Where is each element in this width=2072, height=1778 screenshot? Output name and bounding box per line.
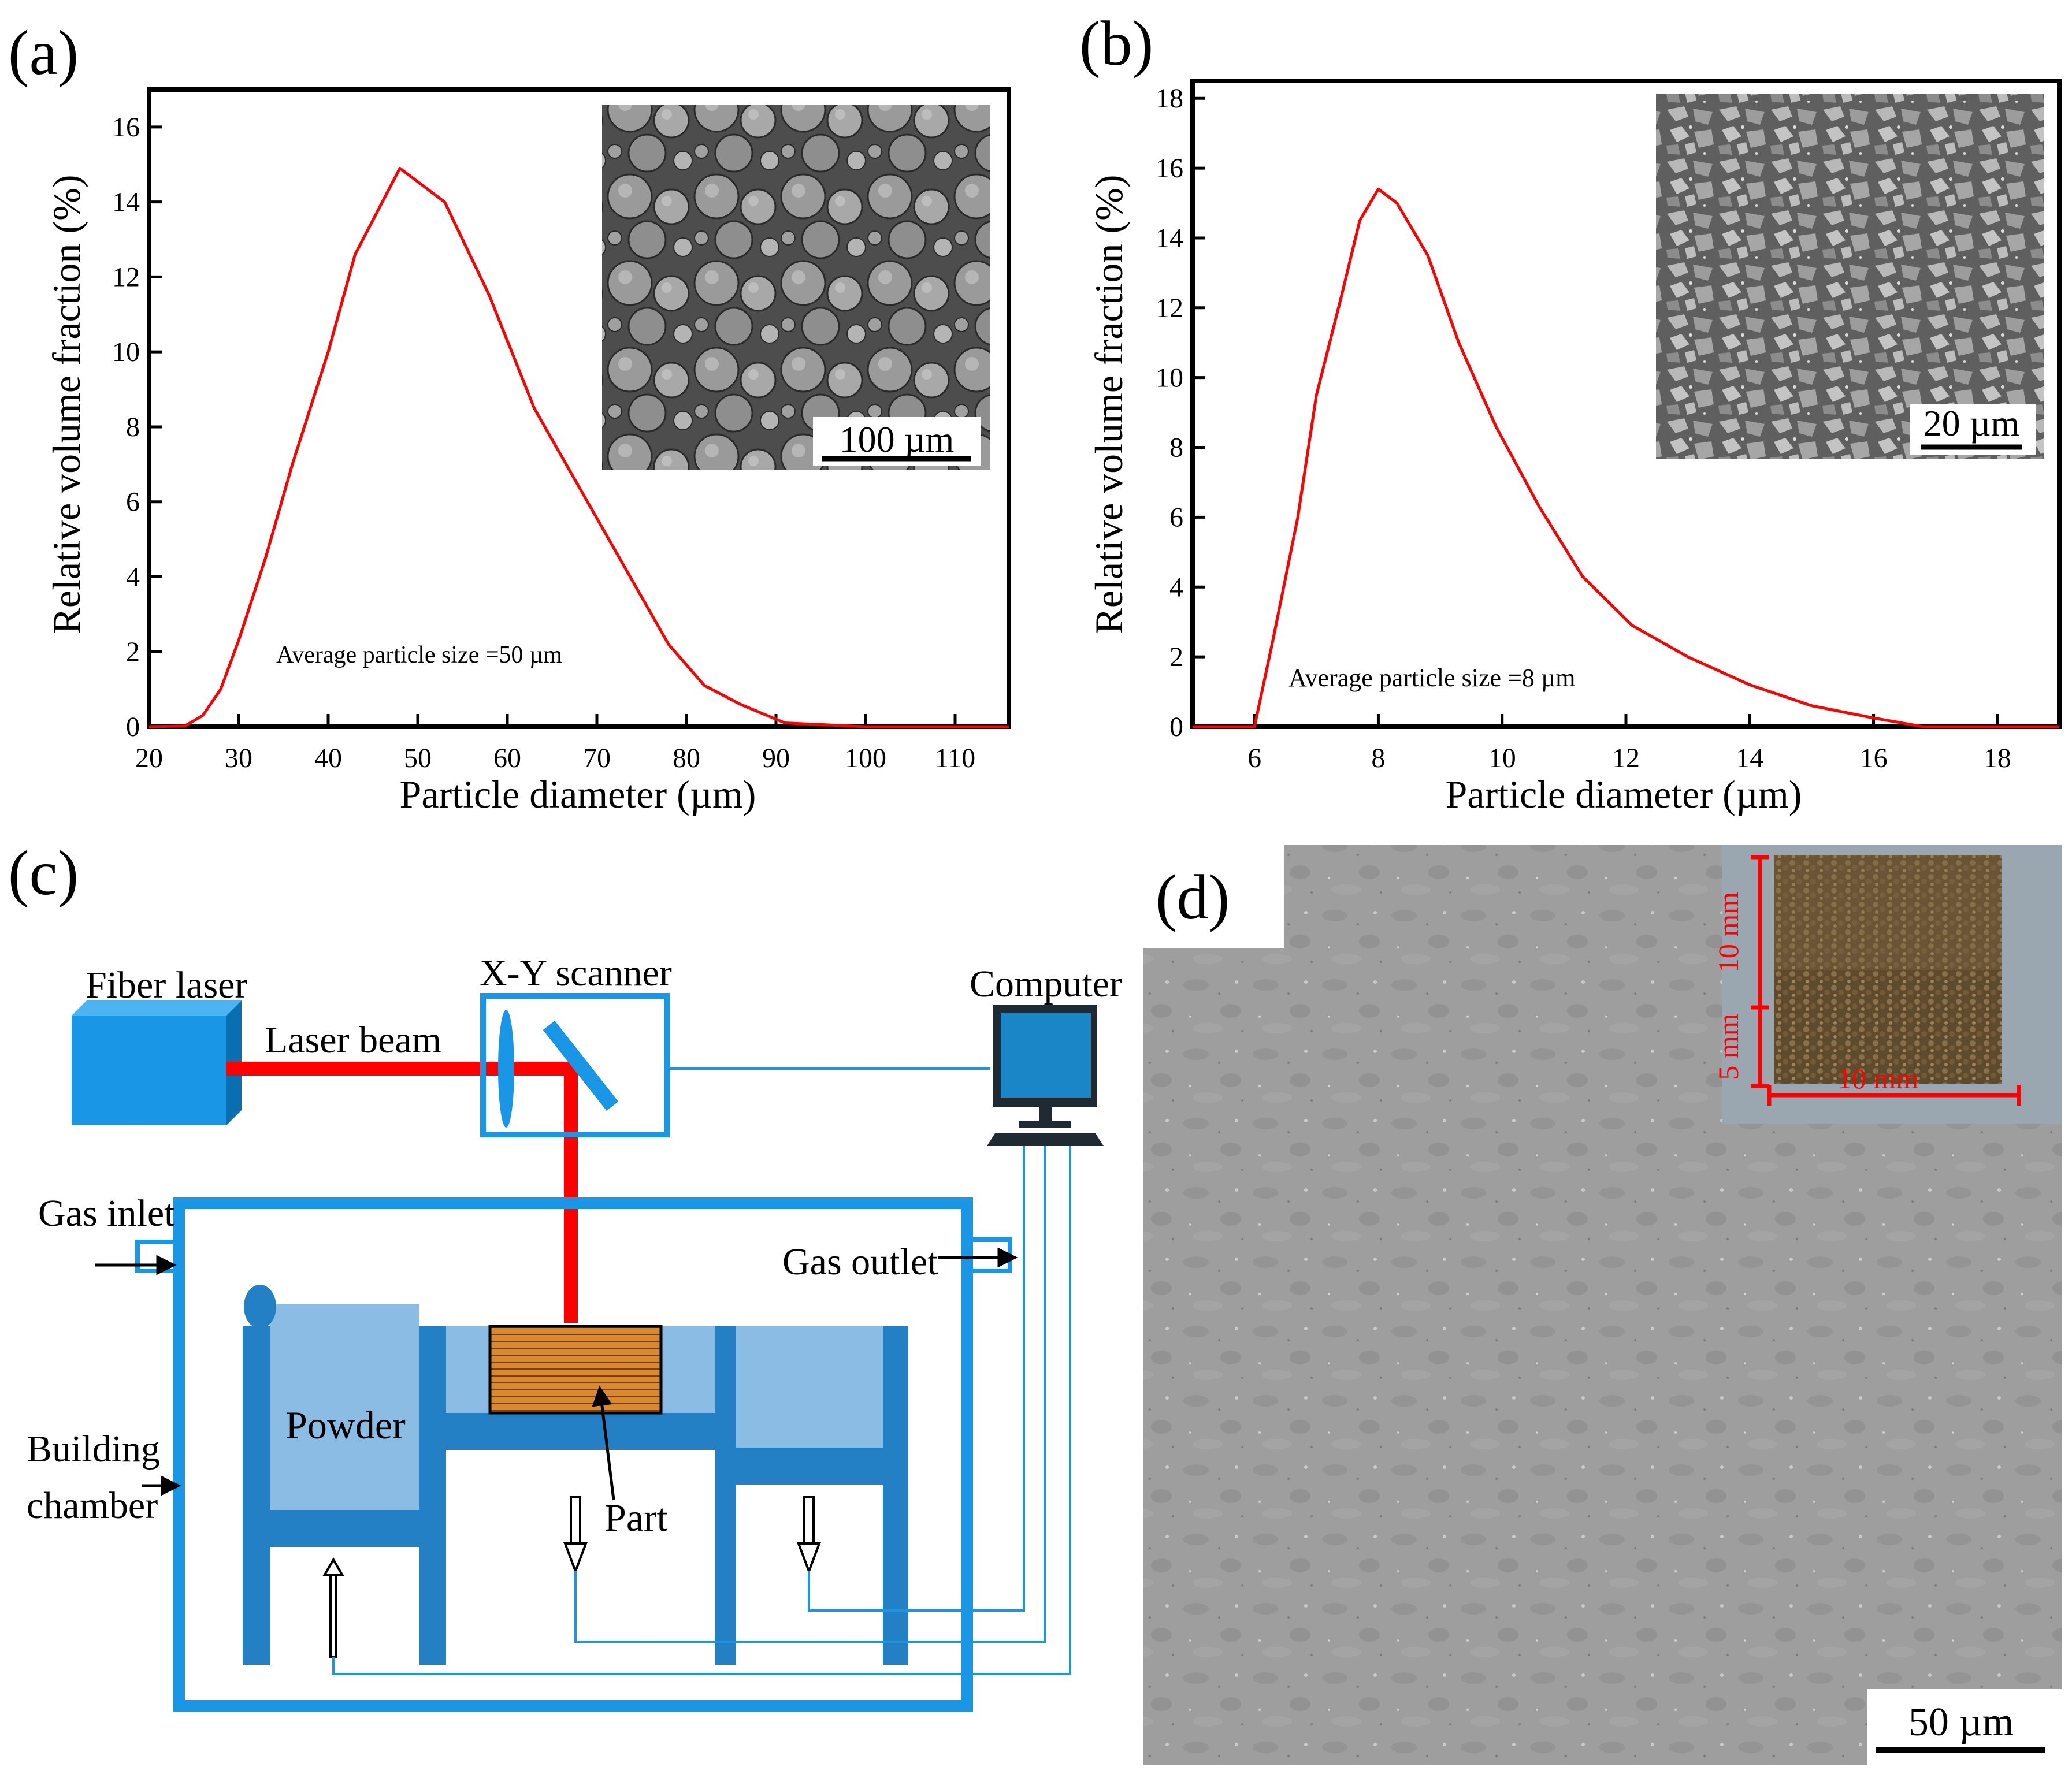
scale-bar-b-label: 20 µm [1924, 403, 2020, 444]
y-tick-label: 6 [126, 487, 140, 518]
panel-b-label: (b) [1079, 8, 1153, 79]
panel-d-label: (d) [1156, 862, 1230, 932]
panel-d-label-bg [1143, 845, 1284, 948]
x-tick-label: 8 [1371, 743, 1385, 773]
sem-inset-b: 20 µm [1656, 94, 2044, 459]
part-pointer-arrow [592, 1385, 615, 1500]
scanner-lens [498, 1010, 514, 1128]
y-tick-label: 16 [112, 112, 140, 143]
x-tick-label: 16 [1860, 743, 1888, 773]
y-tick-label: 12 [1156, 293, 1183, 323]
recoater-roller [244, 1285, 276, 1329]
dim-width: 10 mm [1837, 1062, 1918, 1095]
y-tick-label: 2 [1169, 642, 1183, 672]
scale-bar-d-label: 50 µm [1908, 1700, 2014, 1744]
micrograph-panel: (d) 10 mm 5 mm 10 mm 50 µm [1143, 845, 2062, 1765]
supply-up-arrow [322, 1557, 344, 1658]
y-tick-label: 6 [1169, 502, 1183, 533]
x-tick-label: 70 [583, 743, 611, 773]
series-a-line [148, 166, 1009, 728]
y-tick-label: 10 [112, 337, 140, 367]
x-tick-label: 18 [1984, 743, 2011, 773]
overflow-powder [736, 1326, 883, 1448]
x-tick-label: 50 [404, 743, 432, 773]
x-tick-label: 6 [1247, 743, 1261, 773]
y-tick-label: 0 [1169, 712, 1183, 742]
ylabel-a: Relative volume fraction (%) [44, 175, 88, 634]
powder-supply [270, 1304, 419, 1510]
y-tick-label: 8 [1169, 433, 1183, 463]
panel-c-label: (c) [8, 838, 79, 908]
building-chamber-label-1: Building [27, 1428, 160, 1470]
x-tick-label: 20 [135, 743, 163, 773]
fiber-laser [72, 1000, 242, 1125]
y-tick-label: 0 [126, 712, 140, 742]
chart-panel-b: (b) 6 8 10 12 14 16 18 0 2 4 6 8 10 12 14 16 18 Relative… [1079, 8, 2062, 816]
y-tick-label: 2 [126, 637, 140, 667]
laser-beam-label: Laser beam [265, 1019, 441, 1061]
y-tick-label: 18 [1156, 83, 1183, 114]
computer-icon [987, 1005, 1104, 1146]
slm-schematic-panel: (c) Fiber laser Laser beam X-Y scanner C… [8, 838, 1122, 1712]
dim-height-top: 10 mm [1712, 892, 1744, 973]
plot-b-ticks: 6 8 10 12 14 16 18 0 2 4 6 8 10 12 14 16 18 [1156, 83, 2011, 773]
x-tick-label: 110 [935, 743, 975, 773]
ylabel-b: Relative volume fraction (%) [1087, 175, 1131, 634]
part-block [488, 1325, 663, 1415]
build-machine [243, 1285, 908, 1665]
y-tick-label: 14 [112, 187, 140, 218]
y-tick-label: 8 [126, 412, 140, 442]
sample-photo-inset: 10 mm 5 mm 10 mm [1712, 845, 2062, 1124]
x-tick-label: 90 [762, 743, 790, 773]
x-tick-label: 60 [493, 743, 521, 773]
build-down-arrow [563, 1496, 588, 1575]
plot-a-ticks: 20 30 40 50 60 70 80 90 100 110 0 2 4 6 8 10 12 14 16 [112, 112, 975, 773]
scanner-mirror [543, 1020, 619, 1111]
annotation-b: Average particle size =8 µm [1288, 664, 1575, 692]
control-wires [332, 1146, 1071, 1675]
y-tick-label: 4 [1169, 572, 1183, 602]
xlabel-a: Particle diameter (µm) [400, 772, 756, 816]
x-tick-label: 40 [314, 743, 342, 773]
dim-height-bottom: 5 mm [1712, 1013, 1744, 1080]
xy-scanner-box [480, 993, 670, 1137]
series-b-line [1193, 187, 2059, 728]
powder-label: Powder [285, 1403, 406, 1447]
part-label: Part [604, 1496, 668, 1539]
annotation-a: Average particle size =50 µm [276, 642, 562, 668]
y-tick-label: 12 [112, 262, 140, 292]
fiber-laser-label: Fiber laser [86, 964, 247, 1006]
building-chamber [173, 1197, 973, 1712]
scale-bar-a-label: 100 µm [840, 419, 955, 460]
building-chamber-label-2: chamber [27, 1485, 158, 1527]
gas-inlet-label: Gas inlet [38, 1192, 174, 1234]
computer-label: Computer [970, 963, 1122, 1005]
gas-outlet-label: Gas outlet [782, 1241, 938, 1283]
y-tick-label: 10 [1156, 363, 1183, 393]
y-tick-label: 4 [126, 561, 140, 592]
plot-a-frame [147, 87, 1011, 729]
gas-outlet-port [965, 1237, 1012, 1273]
x-tick-label: 10 [1488, 743, 1516, 773]
overflow-down-arrow [797, 1496, 821, 1575]
x-tick-label: 80 [673, 743, 700, 773]
y-tick-label: 14 [1156, 223, 1183, 254]
x-tick-label: 12 [1612, 743, 1640, 773]
x-tick-label: 100 [845, 743, 886, 773]
xlabel-b: Particle diameter (µm) [1446, 772, 1802, 816]
sem-inset-a: 100 µm [602, 105, 990, 470]
x-tick-label: 14 [1736, 743, 1763, 773]
y-tick-label: 16 [1156, 153, 1183, 184]
x-tick-label: 30 [225, 743, 252, 773]
panel-a-label: (a) [8, 17, 79, 88]
xy-scanner-label: X-Y scanner [480, 952, 672, 994]
